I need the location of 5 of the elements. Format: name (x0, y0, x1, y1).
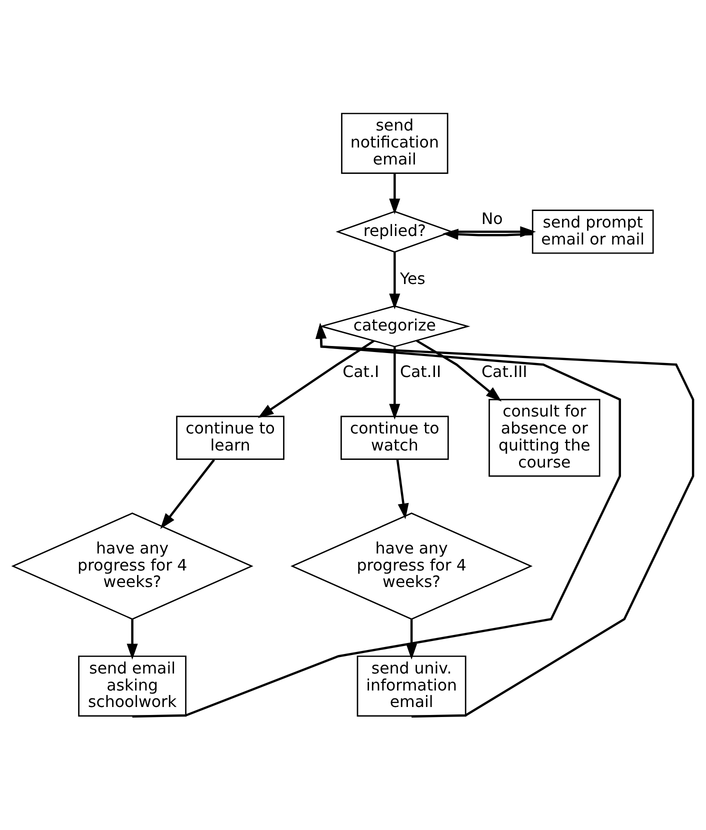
edge-label: Cat.II (400, 362, 442, 382)
edge-label: No (481, 209, 503, 228)
edge-label: Cat.I (342, 362, 380, 382)
edge-label: Yes (400, 268, 426, 288)
edge-label: Cat.III (482, 362, 528, 382)
